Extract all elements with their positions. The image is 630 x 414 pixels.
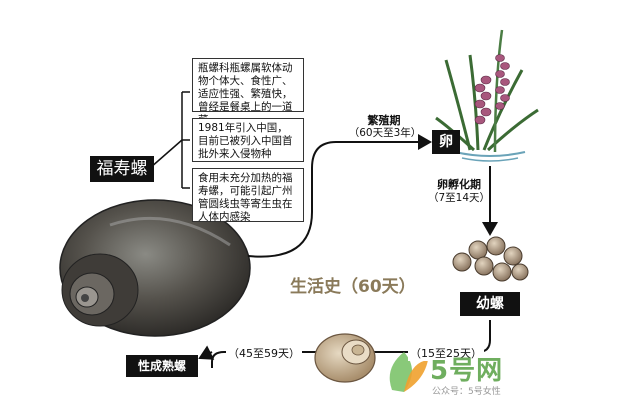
plant-with-egg-masses-illustration [435,29,539,162]
info-box-introduction: 1981年引入中国，目前已被列入中国首批外来入侵物种 [192,118,304,162]
stage-mature-label: 性成熟螺 [126,355,198,377]
snail-name-label: 福寿螺 [90,156,154,182]
mature-period-range: （45至59天） [226,345,302,361]
stage-egg-label: 卵 [432,130,460,154]
life-history-title: 生活史（60天） [290,277,416,297]
breeding-period-title: 繁殖期 [367,114,401,127]
incubation-period-range: （7至14天） [427,192,491,204]
info-box-health-risk: 食用未充分加热的福寿螺，可能引起广州管圆线虫等寄生虫在人体内感染 [192,168,304,223]
juvenile-snails-illustration [452,236,529,282]
incubation-period-title: 卵孵化期 [437,178,481,191]
juvenile-period-range: （15至25天） [408,345,484,361]
breeding-period-range: （60天至3年） [348,127,422,139]
info-box-introduction-text: 1981年引入中国，目前已被列入中国首批外来入侵物种 [198,122,293,160]
watermark-logo-icon [389,352,428,392]
info-box-biology: 瓶螺科瓶螺属软体动物个体大、食性广、适应性强、繁殖快，曾经是餐桌上的一道菜 [192,58,304,126]
info-box-biology-text: 瓶螺科瓶螺属软体动物个体大、食性广、适应性强、繁殖快，曾经是餐桌上的一道菜 [198,62,293,126]
watermark-account: 公众号：5号女性 [432,387,501,397]
arrow-to-mature [198,345,215,360]
info-box-health-risk-text: 食用未充分加热的福寿螺，可能引起广州管圆线虫等寄生虫在人体内感染 [198,172,293,223]
watermark-brand: 5号网 [430,356,504,386]
stage-juvenile-label: 幼螺 [460,292,520,316]
adult-snail-illustration [59,199,251,337]
small-snail-illustration [314,333,376,383]
info-bracket [149,91,190,189]
arrow-breeding [247,134,432,258]
